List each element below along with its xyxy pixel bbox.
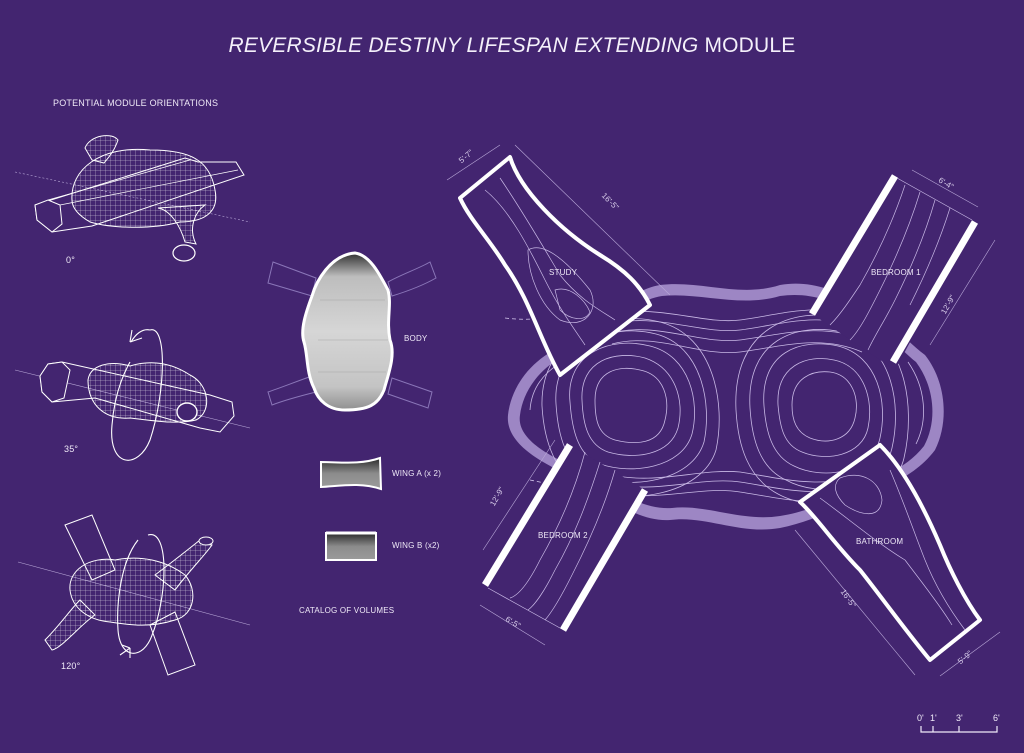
- bedroom-2-wing: [479, 439, 649, 646]
- orientation-angle-0: 0°: [66, 255, 76, 265]
- orientation-120-figure: [17, 514, 251, 676]
- orientation-35-figure: [14, 329, 251, 461]
- room-label-bedroom-1: BEDROOM 1: [871, 268, 921, 277]
- orientations-heading: POTENTIAL MODULE ORIENTATIONS: [53, 98, 219, 108]
- orientation-angle-120: 120°: [61, 661, 81, 671]
- room-label-study: STUDY: [549, 268, 578, 277]
- catalog-wing-b-label: WING B (x2): [392, 541, 440, 550]
- catalog-wing-a-figure: [320, 456, 383, 491]
- catalog-wing-a-label: WING A (x 2): [392, 469, 442, 478]
- study-wing: [446, 144, 671, 377]
- scale-tick-6: 6': [993, 713, 1000, 723]
- orientation-0-figure: [14, 135, 251, 262]
- catalog-heading: CATALOG OF VOLUMES: [299, 606, 395, 615]
- orientation-angle-35: 35°: [64, 444, 79, 454]
- scale-bar-line: [920, 726, 998, 733]
- page-title: REVERSIBLE DESTINY LIFESPAN EXTENDING MO…: [0, 34, 1024, 58]
- room-label-bathroom: BATHROOM: [856, 537, 904, 546]
- title-italic: REVERSIBLE DESTINY LIFESPAN EXTENDING: [228, 34, 699, 57]
- catalog-body-label: BODY: [404, 334, 428, 343]
- bedroom-1-wing: [809, 169, 996, 370]
- scale-tick-3: 3': [956, 713, 963, 723]
- scale-tick-1: 1': [930, 713, 937, 723]
- catalog-body-figure: [267, 251, 437, 412]
- title-regular: MODULE: [704, 34, 796, 57]
- catalog-wing-b-figure: [325, 531, 377, 561]
- room-label-bedroom-2: BEDROOM 2: [538, 531, 588, 540]
- bathroom-wing: [794, 443, 1001, 677]
- scale-tick-0: 0': [917, 713, 924, 723]
- scale-bar: 0' 1' 3' 6': [914, 713, 1014, 743]
